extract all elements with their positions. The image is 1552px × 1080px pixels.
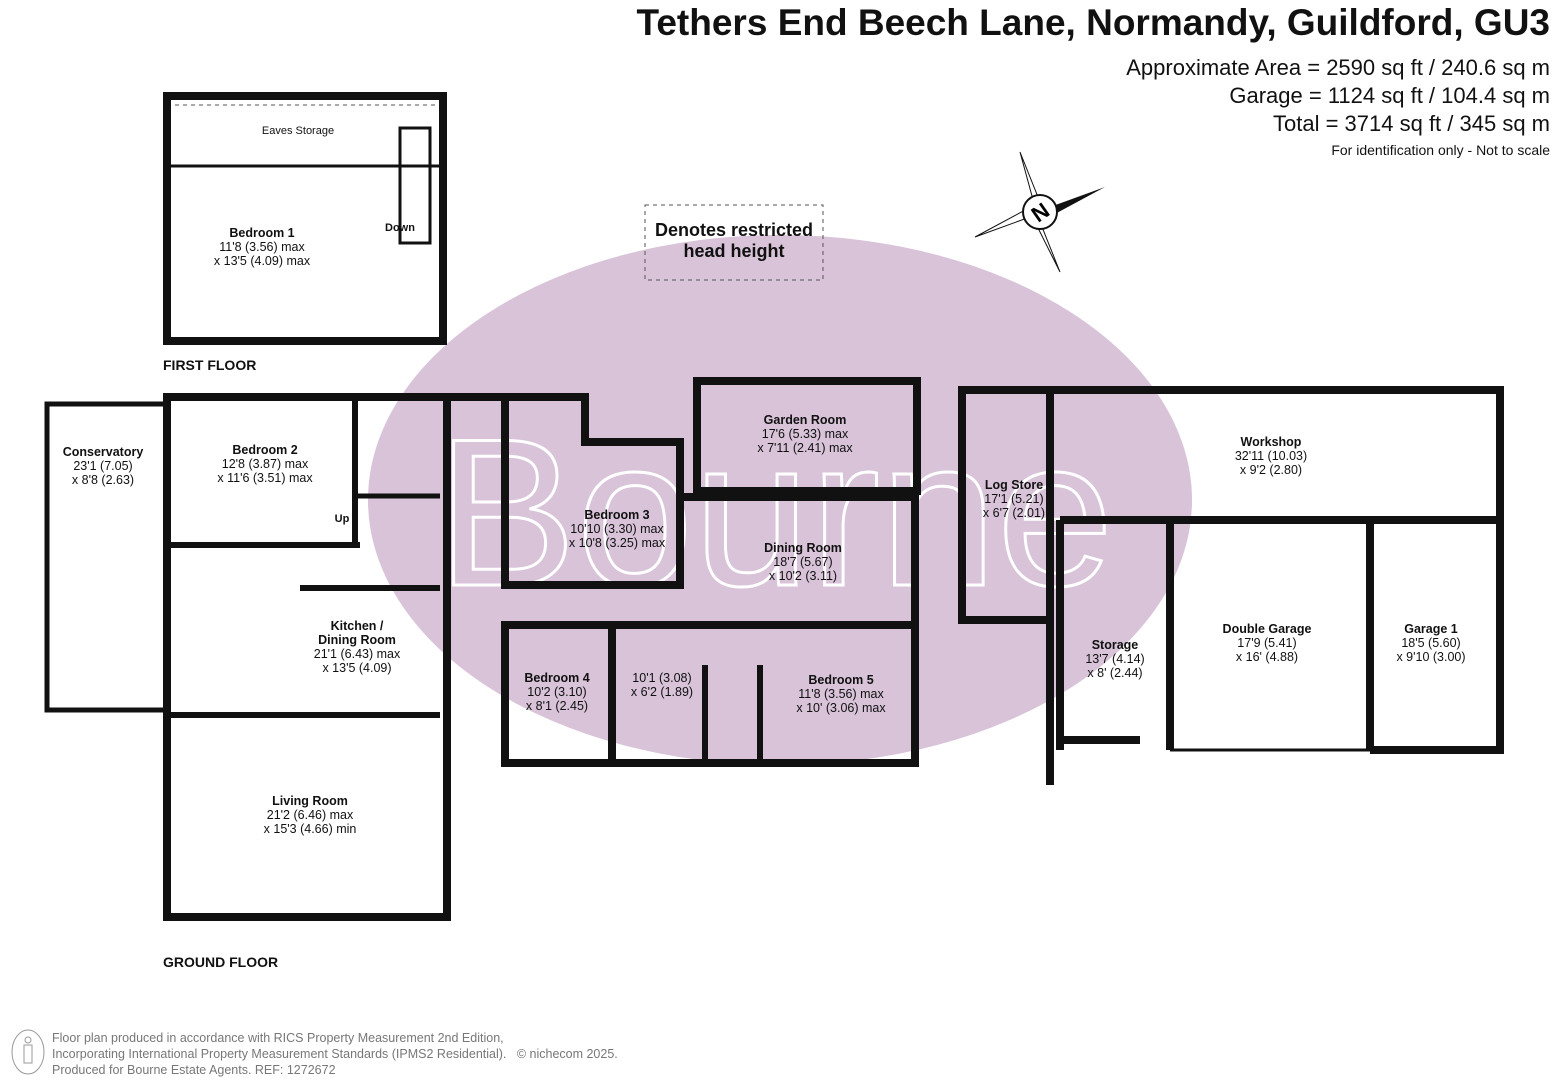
garage-area: Garage = 1124 sq ft / 104.4 sq m: [1229, 83, 1550, 108]
footer-line: Incorporating International Property Mea…: [52, 1047, 618, 1061]
disclaimer: For identification only - Not to scale: [1331, 142, 1550, 158]
person-scale-icon: [11, 1029, 45, 1075]
restricted-height-box: [175, 104, 824, 281]
approx-area: Approximate Area = 2590 sq ft / 240.6 sq…: [1126, 55, 1550, 80]
total-area: Total = 3714 sq ft / 345 sq m: [1273, 111, 1550, 136]
footer-notes: Floor plan produced in accordance with R…: [52, 1030, 618, 1078]
restricted-legend: Denotes restricted head height: [645, 220, 823, 262]
room-kitchenette: 10'1 (3.08)x 6'2 (1.89): [630, 671, 694, 699]
stairs-up-label: Up: [334, 513, 350, 525]
stairs-down-label: Down: [385, 222, 415, 234]
footer-line: Floor plan produced in accordance with R…: [52, 1031, 504, 1045]
legend-line: Denotes restricted: [654, 220, 814, 240]
legend-line: head height: [683, 241, 785, 261]
walls: [44, 92, 1504, 921]
first-floor-label: FIRST FLOOR: [163, 357, 257, 373]
room-eaves-storage: Eaves Storage: [261, 125, 335, 137]
ground-floor-label: GROUND FLOOR: [163, 954, 279, 970]
compass-icon: N: [974, 151, 1105, 273]
property-title: Tethers End Beech Lane, Normandy, Guildf…: [636, 2, 1551, 43]
footer-line: Produced for Bourne Estate Agents. REF: …: [52, 1063, 336, 1077]
watermark-logo: Bourne: [436, 395, 1113, 630]
